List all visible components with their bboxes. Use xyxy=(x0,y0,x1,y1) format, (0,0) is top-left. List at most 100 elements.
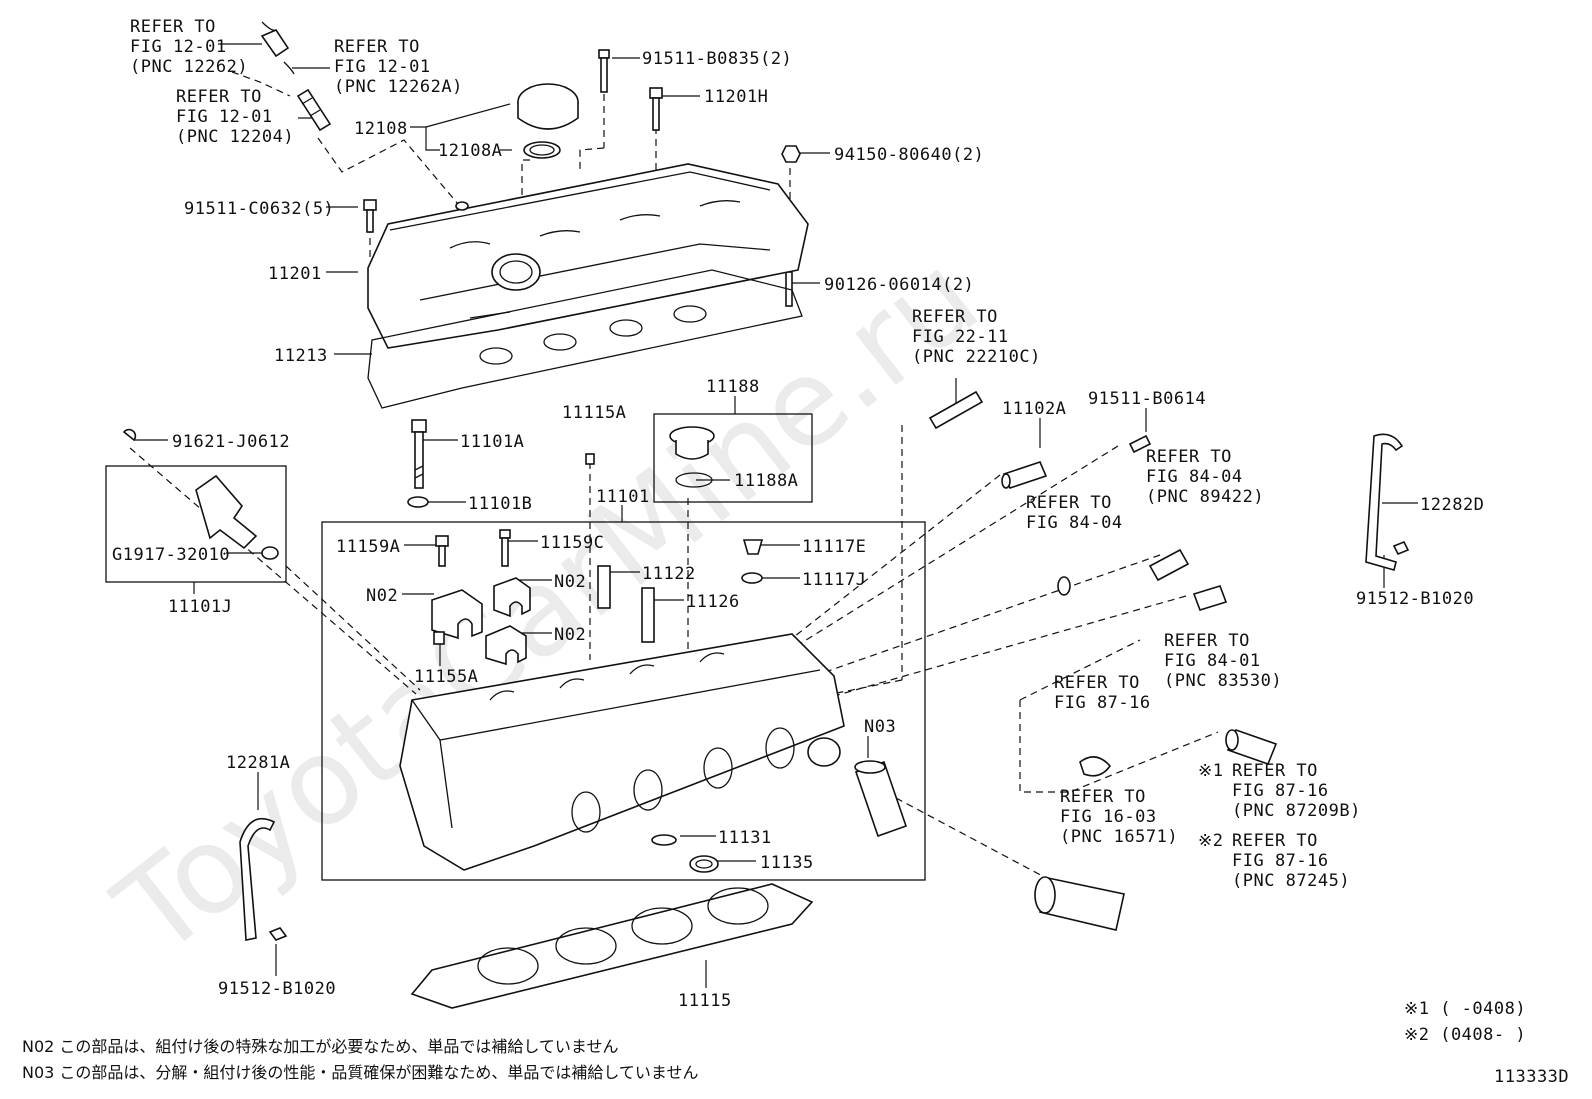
part-11213: 11213 xyxy=(274,346,328,366)
part-91511-B0614: 91511-B0614 xyxy=(1088,389,1206,409)
footer-notes: ※1 ( -0408) ※2 (0408- ) N02 この部品は、組付け後の特… xyxy=(22,999,1569,1087)
legend-2: ※2 (0408- ) xyxy=(1404,1025,1526,1045)
refer-87245-l1: REFER TO xyxy=(1232,831,1318,851)
guide-11126 xyxy=(641,587,655,643)
bracket-12282D xyxy=(1365,433,1410,571)
water-hose-lower xyxy=(1034,876,1125,931)
refer-12262-l2: FIG 12-01 xyxy=(130,37,227,57)
part-G1917-32010: G1917-32010 xyxy=(112,545,230,565)
dashed-lines xyxy=(129,70,1219,881)
refer-89422-l1: REFER TO xyxy=(1146,447,1232,467)
refer-87209B-l2: FIG 87-16 xyxy=(1232,781,1329,801)
ventilation-pipe xyxy=(928,390,984,430)
note-n02: N02 この部品は、組付け後の特殊な加工が必要なため、単品では補給していません xyxy=(22,1037,618,1056)
part-N02-c: N02 xyxy=(554,625,586,645)
refer-83530-l3: (PNC 83530) xyxy=(1164,671,1282,691)
part-11115: 11115 xyxy=(678,991,732,1011)
part-11201H: 11201H xyxy=(704,87,768,107)
nut-94150 xyxy=(781,145,801,163)
refer-87209B-l1: REFER TO xyxy=(1232,761,1318,781)
part-11131: 11131 xyxy=(718,828,772,848)
part-11101: 11101 xyxy=(596,487,650,507)
seal-11131 xyxy=(651,834,677,846)
camshaft-bearing-cap-a xyxy=(431,589,483,640)
washer-11101B xyxy=(407,496,429,508)
bolt-11101A xyxy=(411,419,427,489)
part-91511-C0632: 91511-C0632(5) xyxy=(184,199,334,219)
temp-sensor xyxy=(1057,548,1190,596)
refer-8716-l2: FIG 87-16 xyxy=(1054,693,1151,713)
head-gasket xyxy=(410,883,814,1009)
refer-83530-l2: FIG 84-01 xyxy=(1164,651,1261,671)
part-N02-a: N02 xyxy=(554,572,586,592)
ocv-box xyxy=(105,465,287,583)
refer-89422-l3: (PNC 89422) xyxy=(1146,487,1264,507)
refer-12262A-l2: FIG 12-01 xyxy=(334,57,431,77)
sensor-11102A xyxy=(1001,461,1048,489)
refer-89422-l2: FIG 84-04 xyxy=(1146,467,1243,487)
part-11101A: 11101A xyxy=(460,432,524,452)
camshaft-bearing-cap-c xyxy=(485,625,527,666)
part-11115A: 11115A xyxy=(562,403,626,423)
refer-22210C-l2: FIG 22-11 xyxy=(912,327,1009,347)
refer-12204-l2: FIG 12-01 xyxy=(176,107,273,127)
plug-11117E xyxy=(742,539,764,555)
part-number-labels: 91511-B0835(2) 11201H 12108 12108A 94150… xyxy=(112,49,1484,1011)
part-11188A: 11188A xyxy=(734,471,798,491)
part-94150-80640: 94150-80640(2) xyxy=(834,145,984,165)
part-11201: 11201 xyxy=(268,264,322,284)
part-91512-B1020-left: 91512-B1020 xyxy=(218,979,336,999)
cylinder-head xyxy=(399,633,845,871)
part-11101B: 11101B xyxy=(468,494,532,514)
part-12281A: 12281A xyxy=(226,753,290,773)
oil-cap-box xyxy=(653,413,813,503)
part-12108A: 12108A xyxy=(438,141,502,161)
bolt-91511-B0835 xyxy=(598,49,610,93)
oil-pressure-sender xyxy=(1192,585,1228,611)
seal-11135 xyxy=(689,855,719,873)
leader-lines xyxy=(134,43,1418,988)
mark-1: ※1 xyxy=(1198,761,1223,781)
bolt-11201H xyxy=(649,87,663,131)
part-90126-06014: 90126-06014(2) xyxy=(824,275,974,295)
refer-12262-l1: REFER TO xyxy=(130,17,216,37)
refer-87245-l3: (PNC 87245) xyxy=(1232,871,1350,891)
oil-control-valve xyxy=(122,428,279,560)
refer-8716-l1: REFER TO xyxy=(1054,673,1140,693)
refer-12204-l3: (PNC 12204) xyxy=(176,127,294,147)
refer-12204-l1: REFER TO xyxy=(176,87,262,107)
part-11159C: 11159C xyxy=(540,533,604,553)
part-12108: 12108 xyxy=(354,119,408,139)
drawing-number: 113333D xyxy=(1494,1067,1569,1087)
bolt-91511-C0632 xyxy=(363,199,377,233)
refer-16571-l1: REFER TO xyxy=(1060,787,1146,807)
refer-8404-l1: REFER TO xyxy=(1026,493,1112,513)
water-outlet-tube xyxy=(854,760,908,838)
cover-gasket xyxy=(367,269,803,409)
part-11117E: 11117E xyxy=(802,537,866,557)
part-11117J: 11117J xyxy=(802,570,866,590)
part-12282D: 12282D xyxy=(1420,495,1484,515)
water-hose-upper xyxy=(1225,728,1278,766)
bolt-11159C xyxy=(499,529,511,567)
refer-16571-l3: (PNC 16571) xyxy=(1060,827,1178,847)
guide-11122 xyxy=(597,565,611,609)
part-11188: 11188 xyxy=(706,377,760,397)
cylinder-head-box xyxy=(321,521,926,881)
part-N03: N03 xyxy=(864,717,896,737)
part-91512-B1020-right: 91512-B1020 xyxy=(1356,589,1474,609)
refer-12262A-l3: (PNC 12262A) xyxy=(334,77,463,97)
dowel-11155A xyxy=(433,631,445,645)
bracket-12281A xyxy=(239,817,288,941)
refer-16571-l2: FIG 16-03 xyxy=(1060,807,1157,827)
refer-12262-l3: (PNC 12262) xyxy=(130,57,248,77)
part-11126: 11126 xyxy=(686,592,740,612)
camshaft-bearing-cap-b xyxy=(493,577,531,618)
part-11135: 11135 xyxy=(760,853,814,873)
part-11101J: 11101J xyxy=(168,597,232,617)
bolt-11159A xyxy=(435,535,449,567)
oil-filler-cap-11188 xyxy=(669,426,715,488)
bolt-91511-B0614 xyxy=(1128,434,1152,454)
part-11155A: 11155A xyxy=(414,667,478,687)
